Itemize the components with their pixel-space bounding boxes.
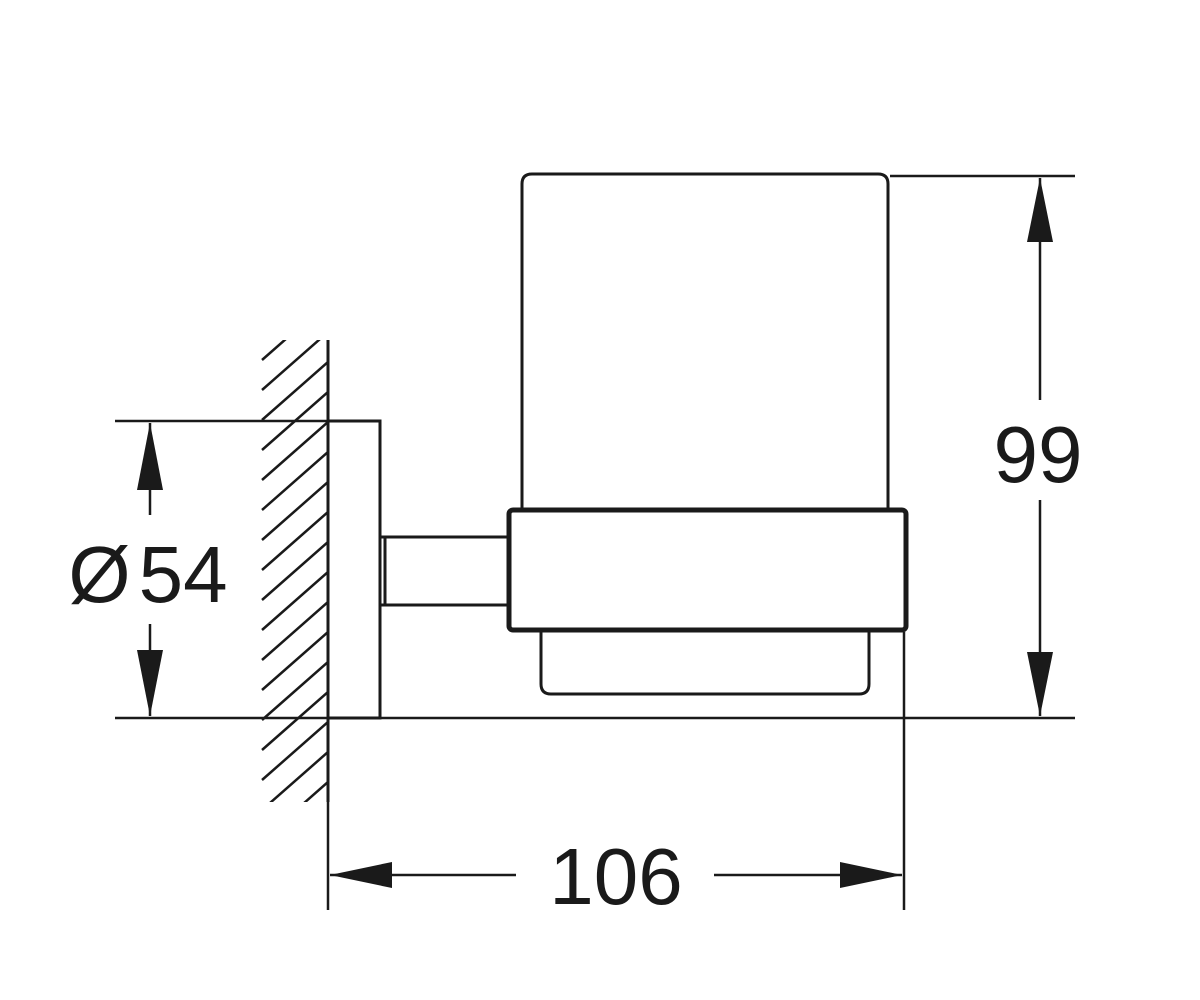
depth-label: 106 xyxy=(549,832,682,921)
hatch-line xyxy=(261,481,328,541)
hatch-line xyxy=(261,691,328,751)
hatch-line xyxy=(261,541,328,601)
extension-lines xyxy=(115,174,1075,910)
hatch-line xyxy=(303,781,328,802)
hatch-line xyxy=(261,421,328,481)
hatch-line xyxy=(261,721,328,781)
hatch-line xyxy=(261,631,328,691)
arrowhead-down xyxy=(1027,652,1053,716)
arrowhead-up xyxy=(1027,178,1053,242)
depth-dimension: 106 xyxy=(330,832,902,921)
hatch-line xyxy=(261,361,328,421)
hatch-line xyxy=(261,601,328,661)
hatch-line xyxy=(261,451,328,511)
height-dimension: 99 xyxy=(994,178,1083,716)
diameter-value: 54 xyxy=(139,530,228,619)
tumbler-holder-ring xyxy=(506,507,909,633)
hatch-line xyxy=(261,571,328,631)
wall-rosette xyxy=(326,419,382,720)
arrowhead-up xyxy=(137,423,163,490)
hatch-line xyxy=(261,340,321,391)
tumbler-glass-bottom xyxy=(539,632,871,696)
tumbler-glass xyxy=(520,172,890,510)
height-label: 99 xyxy=(994,410,1083,499)
hatch-line xyxy=(261,661,328,721)
hatch-line xyxy=(261,340,287,361)
support-arm xyxy=(380,535,509,607)
wall xyxy=(261,340,330,802)
arrowhead-left xyxy=(330,862,392,888)
hatch-line xyxy=(269,751,328,802)
diameter-symbol: Ø xyxy=(68,530,130,619)
hatch-line xyxy=(261,511,328,571)
arrowhead-down xyxy=(137,650,163,716)
wall-hatching xyxy=(261,340,328,802)
arrowhead-right xyxy=(840,862,902,888)
